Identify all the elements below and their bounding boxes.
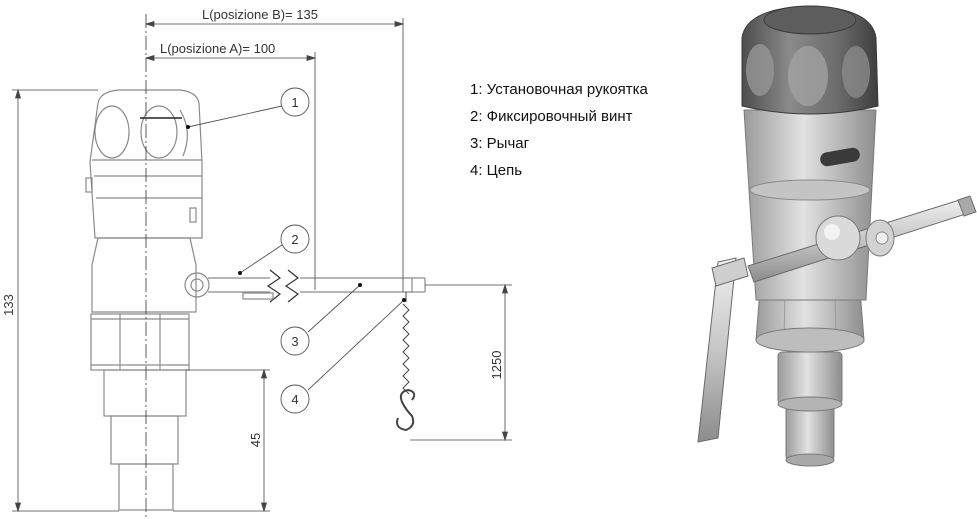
dimension-chain-length: 1250 — [489, 351, 504, 380]
valve-3d-render — [697, 5, 977, 467]
dimension-length-b: L(posizione B)= 135 — [202, 7, 318, 22]
legend-item-lever: 3: Рычаг — [470, 135, 530, 152]
callout-circle-3 — [280, 326, 310, 356]
dimension-height-total: 133 — [1, 294, 16, 316]
valve-outline-drawing — [85, 89, 426, 511]
render-pivot-ball — [815, 215, 861, 261]
render-cap-window-right — [842, 46, 870, 98]
stem-upper-outline — [103, 369, 187, 417]
hex-nut-outline — [90, 313, 190, 371]
render-handle-vertical — [697, 257, 737, 443]
component-legend: 1: Установочная рукоятка 2: Фиксировочны… — [470, 80, 648, 188]
dimension-lines — [12, 18, 512, 513]
lever-outline — [208, 277, 270, 293]
handle-cap-outline — [89, 89, 203, 239]
callout-label-4: 4 — [291, 392, 298, 407]
callout-label-3: 3 — [291, 334, 298, 349]
render-cap-window-center — [788, 46, 828, 106]
render-body-slot — [820, 147, 860, 167]
handle-window-center — [140, 105, 178, 159]
render-cap-window-left — [746, 44, 774, 96]
lever-pivot — [184, 272, 210, 298]
dimension-length-a: L(posizione A)= 100 — [160, 41, 275, 56]
callout-circle-4 — [280, 384, 310, 414]
callout-circle-1 — [280, 87, 310, 117]
valve-body-outline — [91, 237, 197, 313]
callout-label-2: 2 — [291, 232, 298, 247]
chain-s-hook — [396, 388, 416, 432]
callouts — [187, 87, 405, 414]
stem-middle-outline — [110, 415, 179, 465]
chain-drawing — [396, 292, 416, 432]
callout-label-1: 1 — [291, 95, 298, 110]
legend-item-handle: 1: Установочная рукоятка — [470, 81, 648, 98]
callout-circle-2 — [280, 224, 310, 254]
dimension-bottom-height: 45 — [248, 433, 263, 447]
callout-dots — [186, 125, 406, 302]
dimension-labels: L(posizione B)= 135 L(posizione A)= 100 … — [1, 7, 504, 447]
render-stem-middle — [777, 351, 843, 405]
legend-item-fixing-screw: 2: Фиксировочный винт — [470, 108, 633, 125]
legend-item-chain: 4: Цепь — [470, 162, 523, 179]
callout-numbers: 1 2 3 4 — [291, 95, 298, 407]
handle-window-left — [94, 105, 130, 159]
